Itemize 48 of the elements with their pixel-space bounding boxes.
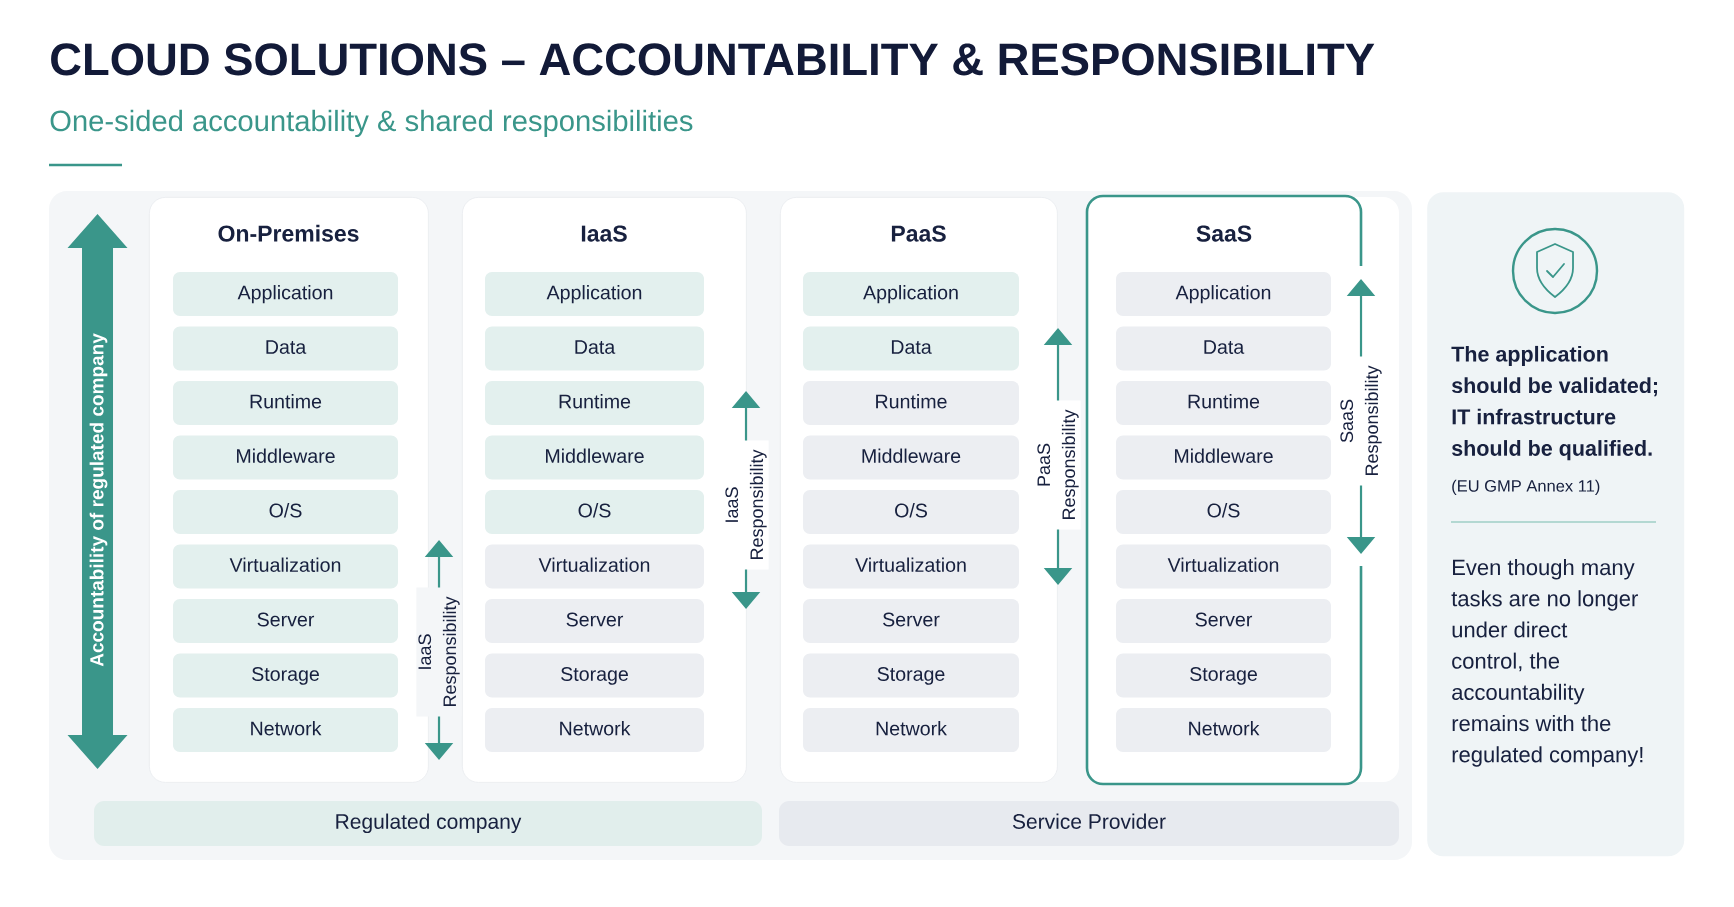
subtitle: One-sided accountability & shared responsibilities [50, 109, 693, 138]
layer-box: Application [1116, 272, 1331, 316]
layer-box: O/S [803, 490, 1019, 534]
range-label: PaaS Responsibility [1035, 400, 1081, 530]
layer-box: Network [485, 708, 704, 752]
layer-box: O/S [1116, 490, 1331, 534]
layer-box: Storage [803, 653, 1019, 698]
layer-box: Virtualization [803, 544, 1019, 589]
band: Service Provider [779, 801, 1399, 846]
range-label: SaaS Responsibility [1338, 356, 1384, 486]
range-label: IaaS Responsibility [723, 440, 769, 570]
layer-box: Data [173, 326, 398, 371]
layer-box: Server [803, 599, 1019, 643]
layer-box: Storage [485, 653, 704, 698]
layer-box: Application [803, 272, 1019, 316]
layer-box: Virtualization [485, 544, 704, 589]
layer-box: Data [1116, 326, 1331, 371]
layer-box: O/S [485, 490, 704, 534]
layer-box: Storage [173, 653, 398, 698]
range-label: IaaS Responsibility [416, 587, 462, 717]
layer-box: Runtime [803, 381, 1019, 425]
layer-box: O/S [173, 490, 398, 534]
layer-box: Virtualization [1116, 544, 1331, 589]
layer-box: Server [485, 599, 704, 643]
layer-box: Application [485, 272, 704, 316]
source-note: (EU GMP Annex 11) [1452, 479, 1600, 496]
layer-box: Runtime [173, 381, 398, 425]
layer-box: Runtime [1116, 381, 1331, 425]
title: CLOUD SOLUTIONS – ACCOUNTABILITY & RESPONSIBILITY [51, 43, 1375, 76]
layer-box: Middleware [803, 435, 1019, 480]
layer-box: Data [485, 326, 704, 371]
layer-box: Middleware [173, 435, 398, 480]
layer-box: Virtualization [173, 544, 398, 589]
body-text: Even though many tasks are no longer under direct control, the accountability remains with the regulated company! [1451, 559, 1643, 767]
statement-text: The application should be validated; IT infrastructure should be qualified. [1451, 345, 1657, 461]
arrow-label: Accountability of regulated company [89, 333, 108, 667]
band: Regulated company [94, 801, 762, 846]
layer-box: Data [803, 326, 1019, 371]
layer-box: Network [1116, 708, 1331, 752]
layer-box: Storage [1116, 653, 1331, 698]
layer-box: Network [173, 708, 398, 752]
layer-box: Application [173, 272, 398, 316]
layer-box: Middleware [485, 435, 704, 480]
layer-box: Server [1116, 599, 1331, 643]
layer-box: Runtime [485, 381, 704, 425]
layer-box: Server [173, 599, 398, 643]
layer-box: Middleware [1116, 435, 1331, 480]
layer-box: Network [803, 708, 1019, 752]
